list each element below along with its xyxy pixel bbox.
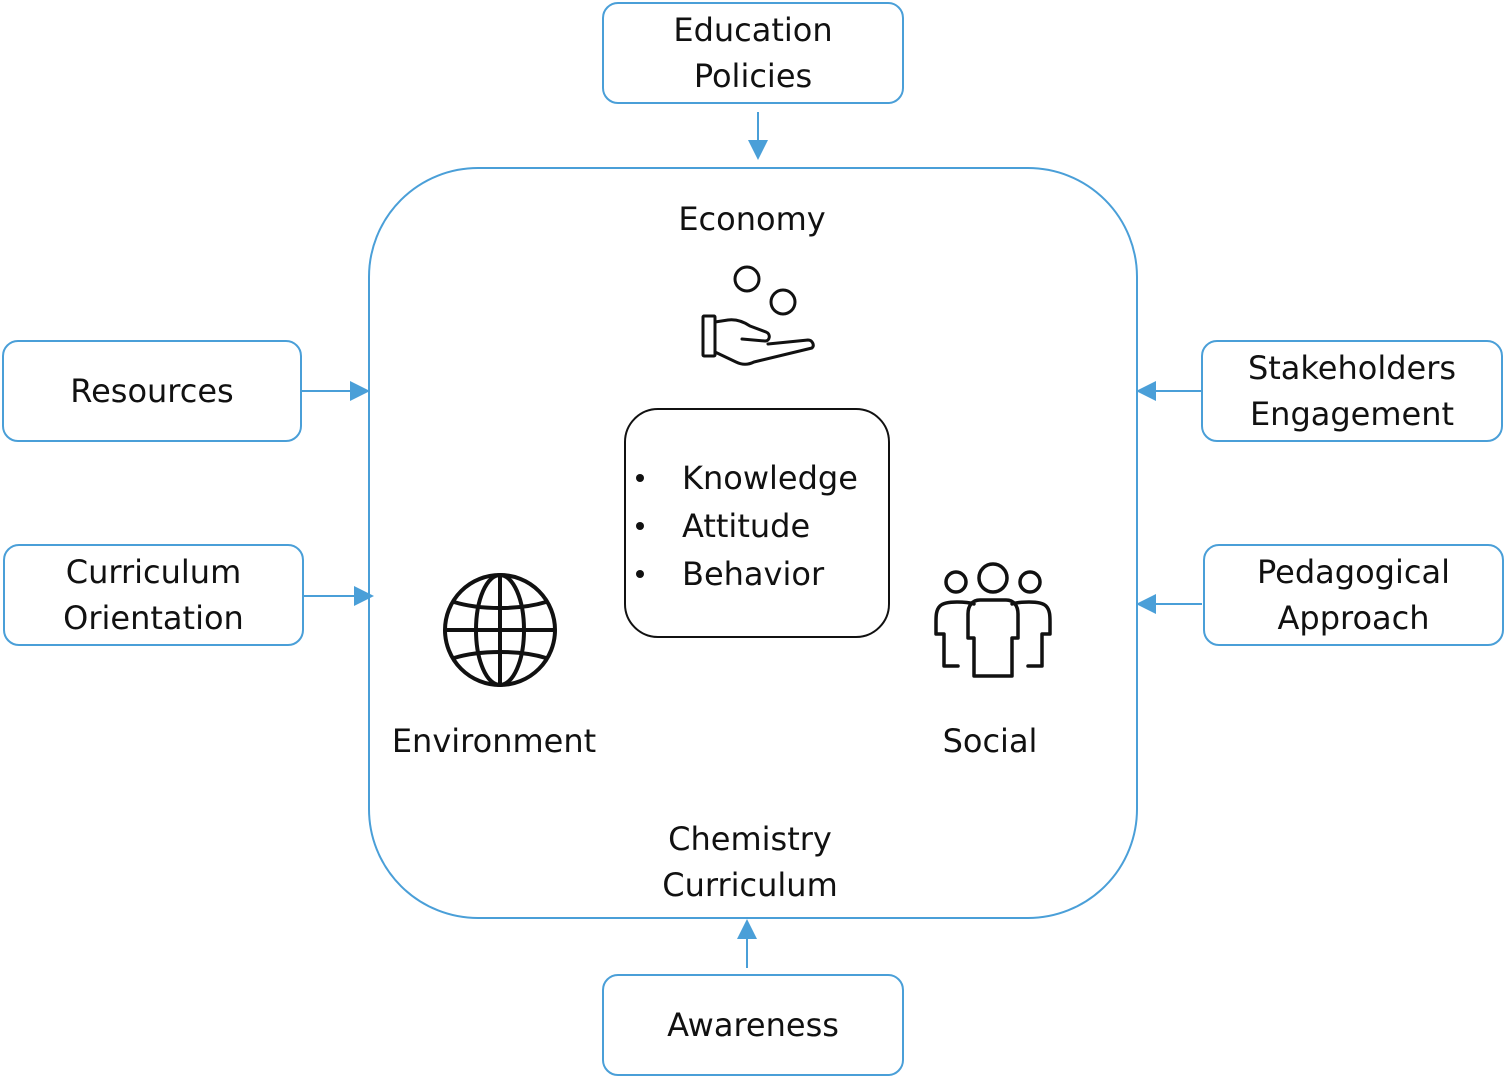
- center-attributes-box: Knowledge Attitude Behavior: [624, 408, 890, 638]
- list-item-label: Attitude: [682, 507, 811, 545]
- pedagogical-approach-line-2: Approach: [1277, 599, 1430, 637]
- pedagogical-approach-line-1: Pedagogical: [1257, 553, 1450, 591]
- resources-box: Resources: [2, 340, 302, 442]
- curriculum-orientation-box: Curriculum Orientation: [3, 544, 304, 646]
- list-item-behavior: Behavior: [634, 550, 858, 598]
- list-item-knowledge: Knowledge: [634, 454, 858, 502]
- bullet-icon: [636, 522, 644, 530]
- pedagogical-approach-box: Pedagogical Approach: [1203, 544, 1504, 646]
- bullet-icon: [636, 474, 644, 482]
- awareness-box: Awareness: [602, 974, 904, 1076]
- chemistry-curriculum-label: Chemistry Curriculum: [600, 816, 900, 908]
- environment-label: Environment: [391, 722, 597, 760]
- bullet-icon: [636, 570, 644, 578]
- chemistry-curriculum-container: [368, 167, 1138, 919]
- stakeholders-engagement-line-1: Stakeholders: [1247, 349, 1457, 387]
- curriculum-orientation-line-1: Curriculum: [65, 553, 242, 591]
- education-policies-line-1: Education: [673, 11, 833, 49]
- stakeholders-engagement-box: Stakeholders Engagement: [1201, 340, 1503, 442]
- curriculum-orientation-line-2: Orientation: [63, 599, 244, 637]
- education-policies-box: Education Policies: [602, 2, 904, 104]
- education-policies-line-2: Policies: [693, 57, 813, 95]
- globe-icon: [443, 573, 557, 687]
- list-item-attitude: Attitude: [634, 502, 858, 550]
- people-group-icon: [934, 562, 1052, 678]
- chemistry-curriculum-line-1: Chemistry: [668, 820, 832, 858]
- list-item-label: Behavior: [682, 555, 825, 593]
- stakeholders-engagement-line-2: Engagement: [1249, 395, 1455, 433]
- chemistry-curriculum-line-2: Curriculum: [662, 866, 838, 904]
- economy-label: Economy: [678, 200, 826, 238]
- hand-coins-icon: [701, 265, 815, 366]
- list-item-label: Knowledge: [682, 459, 858, 497]
- awareness-label: Awareness: [667, 1006, 839, 1044]
- center-attributes-list: Knowledge Attitude Behavior: [634, 454, 858, 598]
- resources-label: Resources: [70, 372, 234, 410]
- social-label: Social: [942, 722, 1038, 760]
